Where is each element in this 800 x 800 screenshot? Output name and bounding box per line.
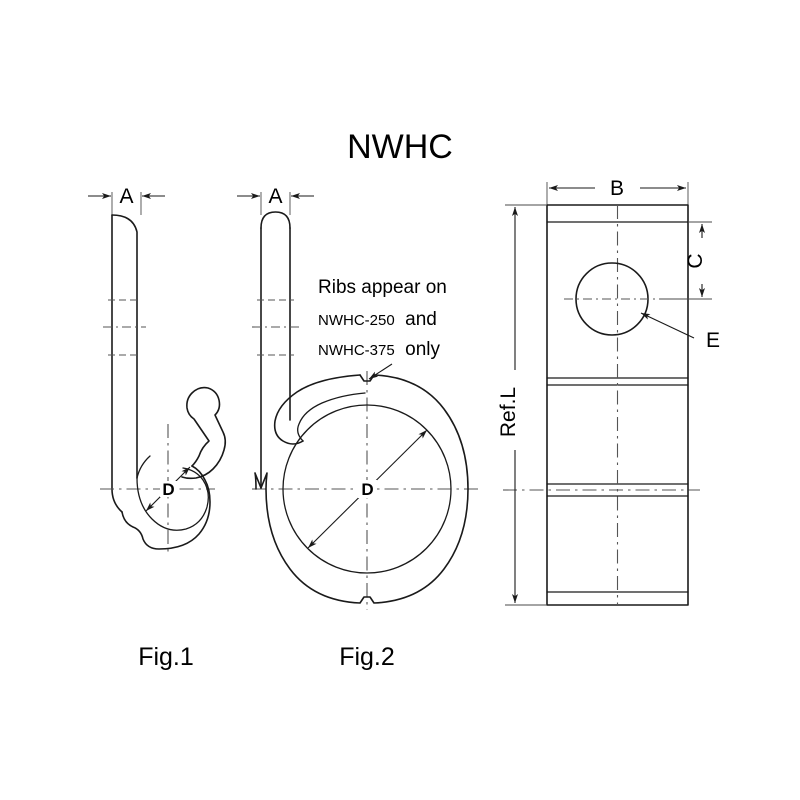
fig1-hook-inner-upper [136,455,151,479]
side-dimension-e-label: E [706,329,720,352]
fig2-ring-outer-profile [254,374,469,604]
side-dimension-c-label: C [684,253,707,268]
fig1-hook-tail-arm [181,386,227,480]
fig2-dimension-a-label: A [268,185,282,208]
fig2-tail-outer [273,374,361,445]
fig2-stem-rounded-top [260,211,291,229]
fig1-dimension-d-backdrop [160,481,177,497]
note-line-1: Ribs appear on [318,277,447,298]
figure-1-group: A D Fig.1 [88,185,227,671]
fig1-hook-outer-profile [121,465,211,550]
note-part-250: NWHC-250 [318,312,395,329]
note-part-375: NWHC-375 [318,342,395,359]
side-view-group: B C [497,177,720,606]
note-leader-line [368,363,393,380]
note-tail-and: and [405,309,437,330]
note-line-2: NWHC-250 and [318,309,437,330]
fig1-stem-inner-edge [111,214,138,479]
fig1-hook-inner-bore [136,467,209,531]
side-dimension-ref-l-label: Ref.L [497,387,520,437]
fig2-dimension-d-label: D [361,480,373,499]
fig2-ring-inner-bore [282,404,452,574]
side-dimension-e-leader [640,312,695,339]
fig1-dimension-a-label: A [119,185,133,208]
fig2-dimension-d-backdrop [358,480,377,498]
note-line-3: NWHC-375 only [318,339,440,360]
fig1-dimension-d-label: D [162,480,174,499]
fig1-stem-outer-edge [111,214,123,513]
page-title: NWHC [347,128,453,166]
fig1-caption: Fig.1 [138,643,194,671]
figure-2-group: A D Fig.2 [237,185,482,671]
side-dimension-b-label: B [610,177,624,200]
ribs-annotation-group: Ribs appear on NWHC-250 and NWHC-375 onl… [318,277,447,380]
fig2-tail-inner [297,392,366,442]
note-tail-only: only [405,339,440,360]
fig2-caption: Fig.2 [339,643,395,671]
